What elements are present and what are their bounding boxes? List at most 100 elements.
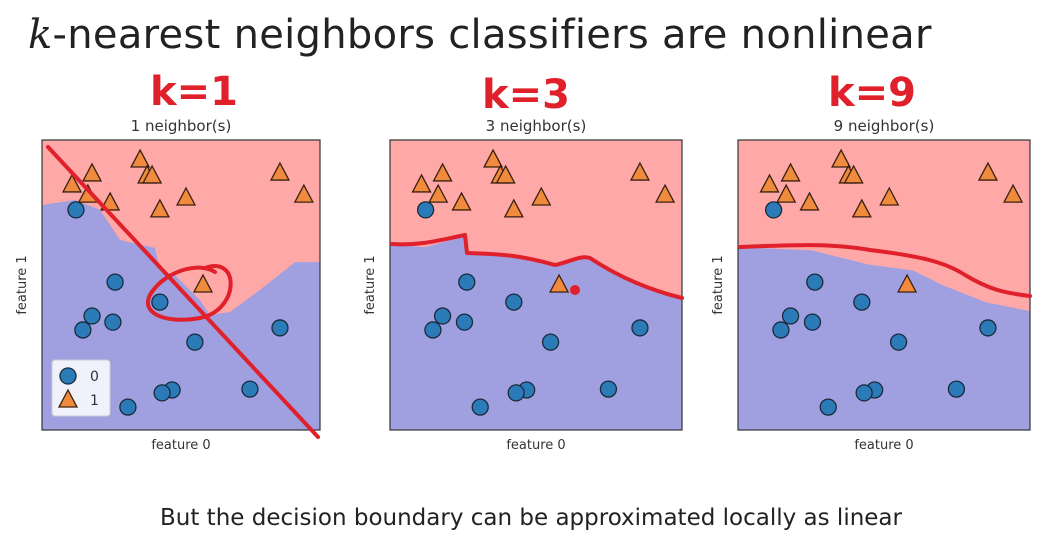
class0-point — [67, 201, 85, 219]
class1-point — [780, 162, 801, 182]
legend-label-0: 0 — [90, 369, 99, 385]
k9-boundary-annotation — [738, 243, 1032, 298]
k3-boundary-annotation — [390, 233, 684, 300]
class0-point — [455, 313, 474, 331]
class0-point — [853, 293, 871, 311]
y-axis-label: feature 1 — [15, 255, 30, 314]
class1-point — [293, 183, 314, 203]
chart-2: 3 neighbor(s) feature 0 feature 1 — [363, 117, 683, 453]
chart-3: 9 neighbor(s) feature 0 feature 1 — [711, 117, 1031, 453]
class0-point — [424, 321, 442, 339]
class1-point — [149, 198, 170, 218]
class0-point — [186, 333, 204, 351]
class0-point — [153, 384, 171, 402]
class1-point — [531, 186, 552, 206]
class0-point — [889, 333, 908, 351]
class0-point — [106, 273, 124, 291]
class1-point — [432, 162, 453, 182]
class1-point — [759, 173, 780, 193]
plot-frame — [41, 139, 321, 431]
x-axis-label: feature 0 — [506, 438, 565, 453]
y-axis-label: feature 1 — [363, 255, 378, 314]
legend: 01 — [51, 359, 111, 417]
class1-point — [61, 173, 83, 193]
class0-point — [119, 398, 137, 416]
class0-point — [947, 380, 966, 398]
class1-point — [879, 186, 900, 206]
class1-point — [81, 162, 103, 182]
legend-circle-icon — [59, 367, 77, 385]
class0-point — [772, 321, 790, 339]
handwritten-annotations: k=1 k=3 k=9 — [46, 69, 1032, 439]
class1-region — [42, 140, 320, 315]
class1-point — [100, 191, 121, 211]
class0-point — [819, 398, 837, 416]
x-axis-label: feature 0 — [151, 438, 210, 453]
class0-point — [458, 273, 476, 291]
class0-point — [83, 307, 101, 325]
class1-point — [503, 198, 524, 218]
class1-point — [142, 164, 163, 184]
class0-point — [471, 398, 489, 416]
class0-point — [241, 380, 259, 398]
annotation-label: k=9 — [828, 70, 916, 116]
class1-point — [548, 273, 570, 293]
class0-point — [803, 313, 822, 331]
class0-point — [416, 201, 435, 219]
class1-point — [130, 148, 151, 168]
class1-point — [411, 173, 432, 193]
class1-point — [451, 191, 472, 211]
class1-point — [495, 164, 516, 184]
class0-point — [599, 380, 618, 398]
plot-frame — [389, 139, 683, 431]
slide-title: k-nearest neighbors classifiers are nonl… — [28, 12, 932, 58]
class0-point — [104, 313, 122, 331]
title-variable: k — [28, 12, 53, 58]
diagonal-line-annotation — [46, 145, 320, 439]
class1-point — [482, 148, 504, 168]
class0-point — [541, 333, 560, 351]
legend-label-1: 1 — [90, 393, 99, 409]
class1-point — [428, 183, 449, 203]
class0-point — [806, 273, 824, 291]
class1-point — [269, 161, 291, 181]
class1-point — [654, 183, 676, 203]
legend-triangle-icon — [57, 388, 79, 408]
class1-point — [799, 191, 820, 211]
class1-point — [1002, 183, 1024, 203]
class0-point — [505, 293, 523, 311]
class1-point — [977, 161, 999, 181]
class1-point — [192, 273, 214, 293]
class1-point — [896, 273, 918, 293]
annotation-label: k=3 — [482, 72, 570, 118]
circle-annotation — [146, 264, 233, 322]
class1-point — [843, 164, 864, 184]
class1-point — [629, 161, 651, 181]
class0-point — [781, 307, 800, 325]
x-axis-label: feature 0 — [854, 438, 913, 453]
title-text: -nearest neighbors classifiers are nonli… — [52, 12, 932, 58]
annotation-label: k=1 — [150, 69, 238, 115]
class1-point — [830, 148, 852, 168]
class0-point — [151, 293, 169, 311]
class1-point — [175, 186, 197, 206]
class1-point — [776, 183, 797, 203]
dot-annotation — [570, 285, 580, 295]
class0-point — [631, 319, 649, 337]
y-axis-label: feature 1 — [711, 255, 726, 314]
class1-point — [851, 198, 872, 218]
class0-point — [271, 319, 289, 337]
plot-frame — [737, 139, 1031, 431]
class1-region — [390, 140, 682, 300]
slide-caption: But the decision boundary can be approxi… — [160, 505, 902, 531]
chart-title: 3 neighbor(s) — [486, 117, 587, 135]
chart-title: 9 neighbor(s) — [834, 117, 935, 135]
class0-point — [764, 201, 783, 219]
class0-point — [74, 321, 92, 339]
class0-point — [979, 319, 997, 337]
chart-title: 1 neighbor(s) — [131, 117, 232, 135]
class0-point — [433, 307, 452, 325]
class0-point — [507, 384, 525, 402]
